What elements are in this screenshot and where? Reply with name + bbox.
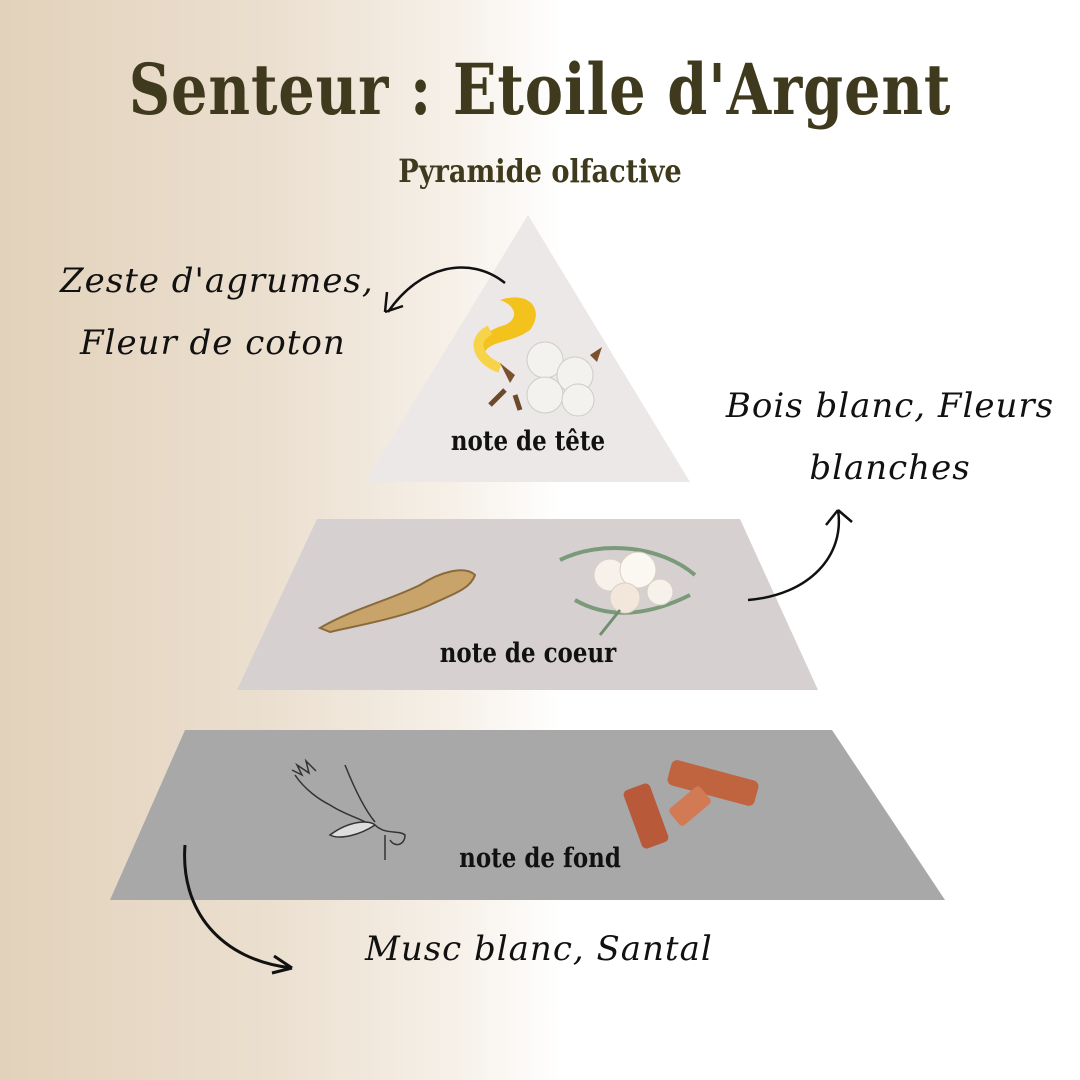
tier-label-bottom: note de fond (459, 843, 621, 874)
description-line: Fleur de coton (80, 323, 346, 363)
page-subtitle: Pyramide olfactive (398, 152, 682, 190)
page-title: Senteur : Etoile d'Argent (128, 48, 952, 131)
top-note-description: Zeste d'agrumes, Fleur de coton (60, 250, 380, 374)
lemon-zest-icon (473, 297, 536, 373)
arrow-top-note-icon (383, 266, 506, 314)
sandalwood-icon (623, 760, 759, 849)
arrow-heart-note-icon (747, 509, 853, 602)
description-line: blanches (809, 448, 971, 488)
cotton-flower-icon (488, 341, 602, 417)
base-note-description: Musc blanc, Santal (365, 918, 765, 980)
plant-sketch-icon (291, 758, 406, 860)
tier-label-middle: note de coeur (439, 638, 617, 669)
driftwood-icon (317, 569, 477, 634)
tier-label-top: note de tête (450, 426, 606, 457)
pyramid-tier-bottom (110, 730, 945, 900)
white-flower-bouquet-icon (559, 546, 697, 636)
arrow-base-note-icon (183, 844, 293, 975)
description-line: Bois blanc, Fleurs (725, 386, 1055, 426)
pyramid-tier-top (365, 215, 690, 482)
heart-note-description: Bois blanc, Fleurs blanches (720, 375, 1060, 499)
description-line: Zeste d'agrumes, (60, 261, 374, 301)
description-line: Musc blanc, Santal (365, 929, 713, 969)
